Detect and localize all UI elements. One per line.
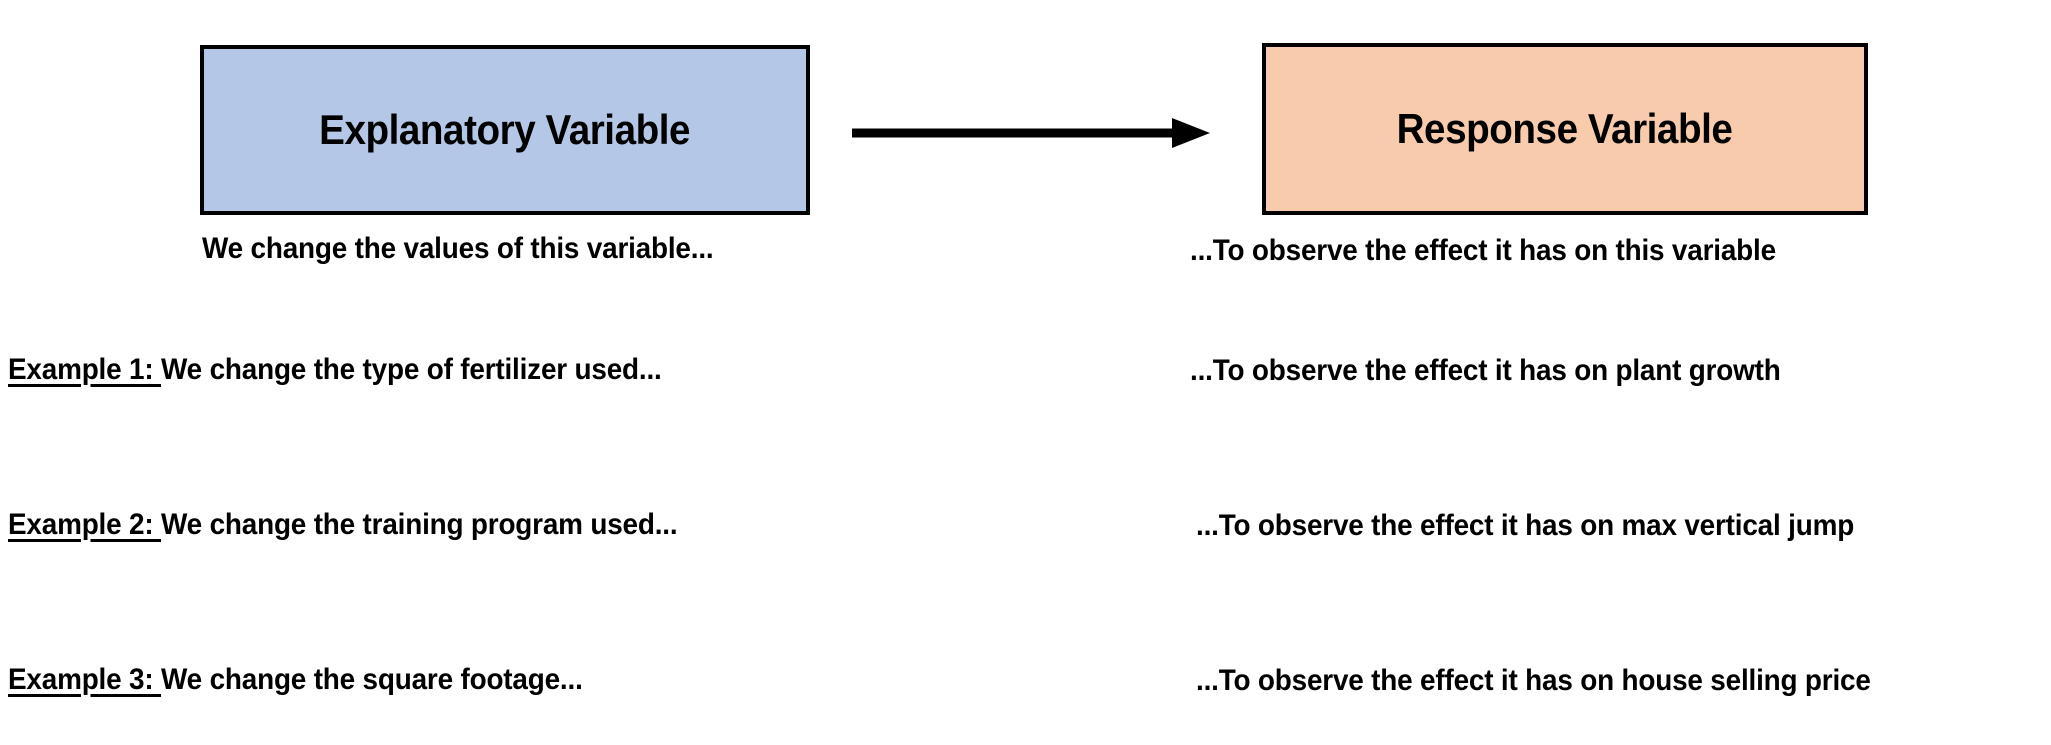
- example-2-cause-row: Example 2: We change the training progra…: [8, 508, 678, 541]
- response-variable-box: Response Variable: [1262, 43, 1868, 215]
- example-2-cause-text: We change the training program used...: [161, 508, 678, 541]
- example-3-cause-row: Example 3: We change the square footage.…: [8, 663, 583, 696]
- flow-arrow-icon: [852, 118, 1210, 148]
- explanatory-caption: We change the values of this variable...: [202, 232, 714, 265]
- example-3-label: Example 3:: [8, 663, 162, 696]
- example-3-effect-text: ...To observe the effect it has on house…: [1196, 664, 1871, 697]
- example-2-effect-text: ...To observe the effect it has on max v…: [1196, 509, 1855, 542]
- explanatory-variable-label: Explanatory Variable: [319, 106, 691, 153]
- example-1-label: Example 1:: [8, 353, 162, 386]
- example-1-cause-text: We change the type of fertilizer used...: [161, 353, 662, 386]
- example-1-effect-text: ...To observe the effect it has on plant…: [1190, 354, 1781, 387]
- example-1-cause-row: Example 1: We change the type of fertili…: [8, 353, 662, 386]
- example-2-label: Example 2:: [8, 508, 162, 541]
- example-3-cause-text: We change the square footage...: [161, 663, 583, 696]
- explanatory-variable-box: Explanatory Variable: [200, 45, 810, 215]
- response-variable-label: Response Variable: [1397, 105, 1733, 152]
- response-caption: ...To observe the effect it has on this …: [1190, 234, 1776, 267]
